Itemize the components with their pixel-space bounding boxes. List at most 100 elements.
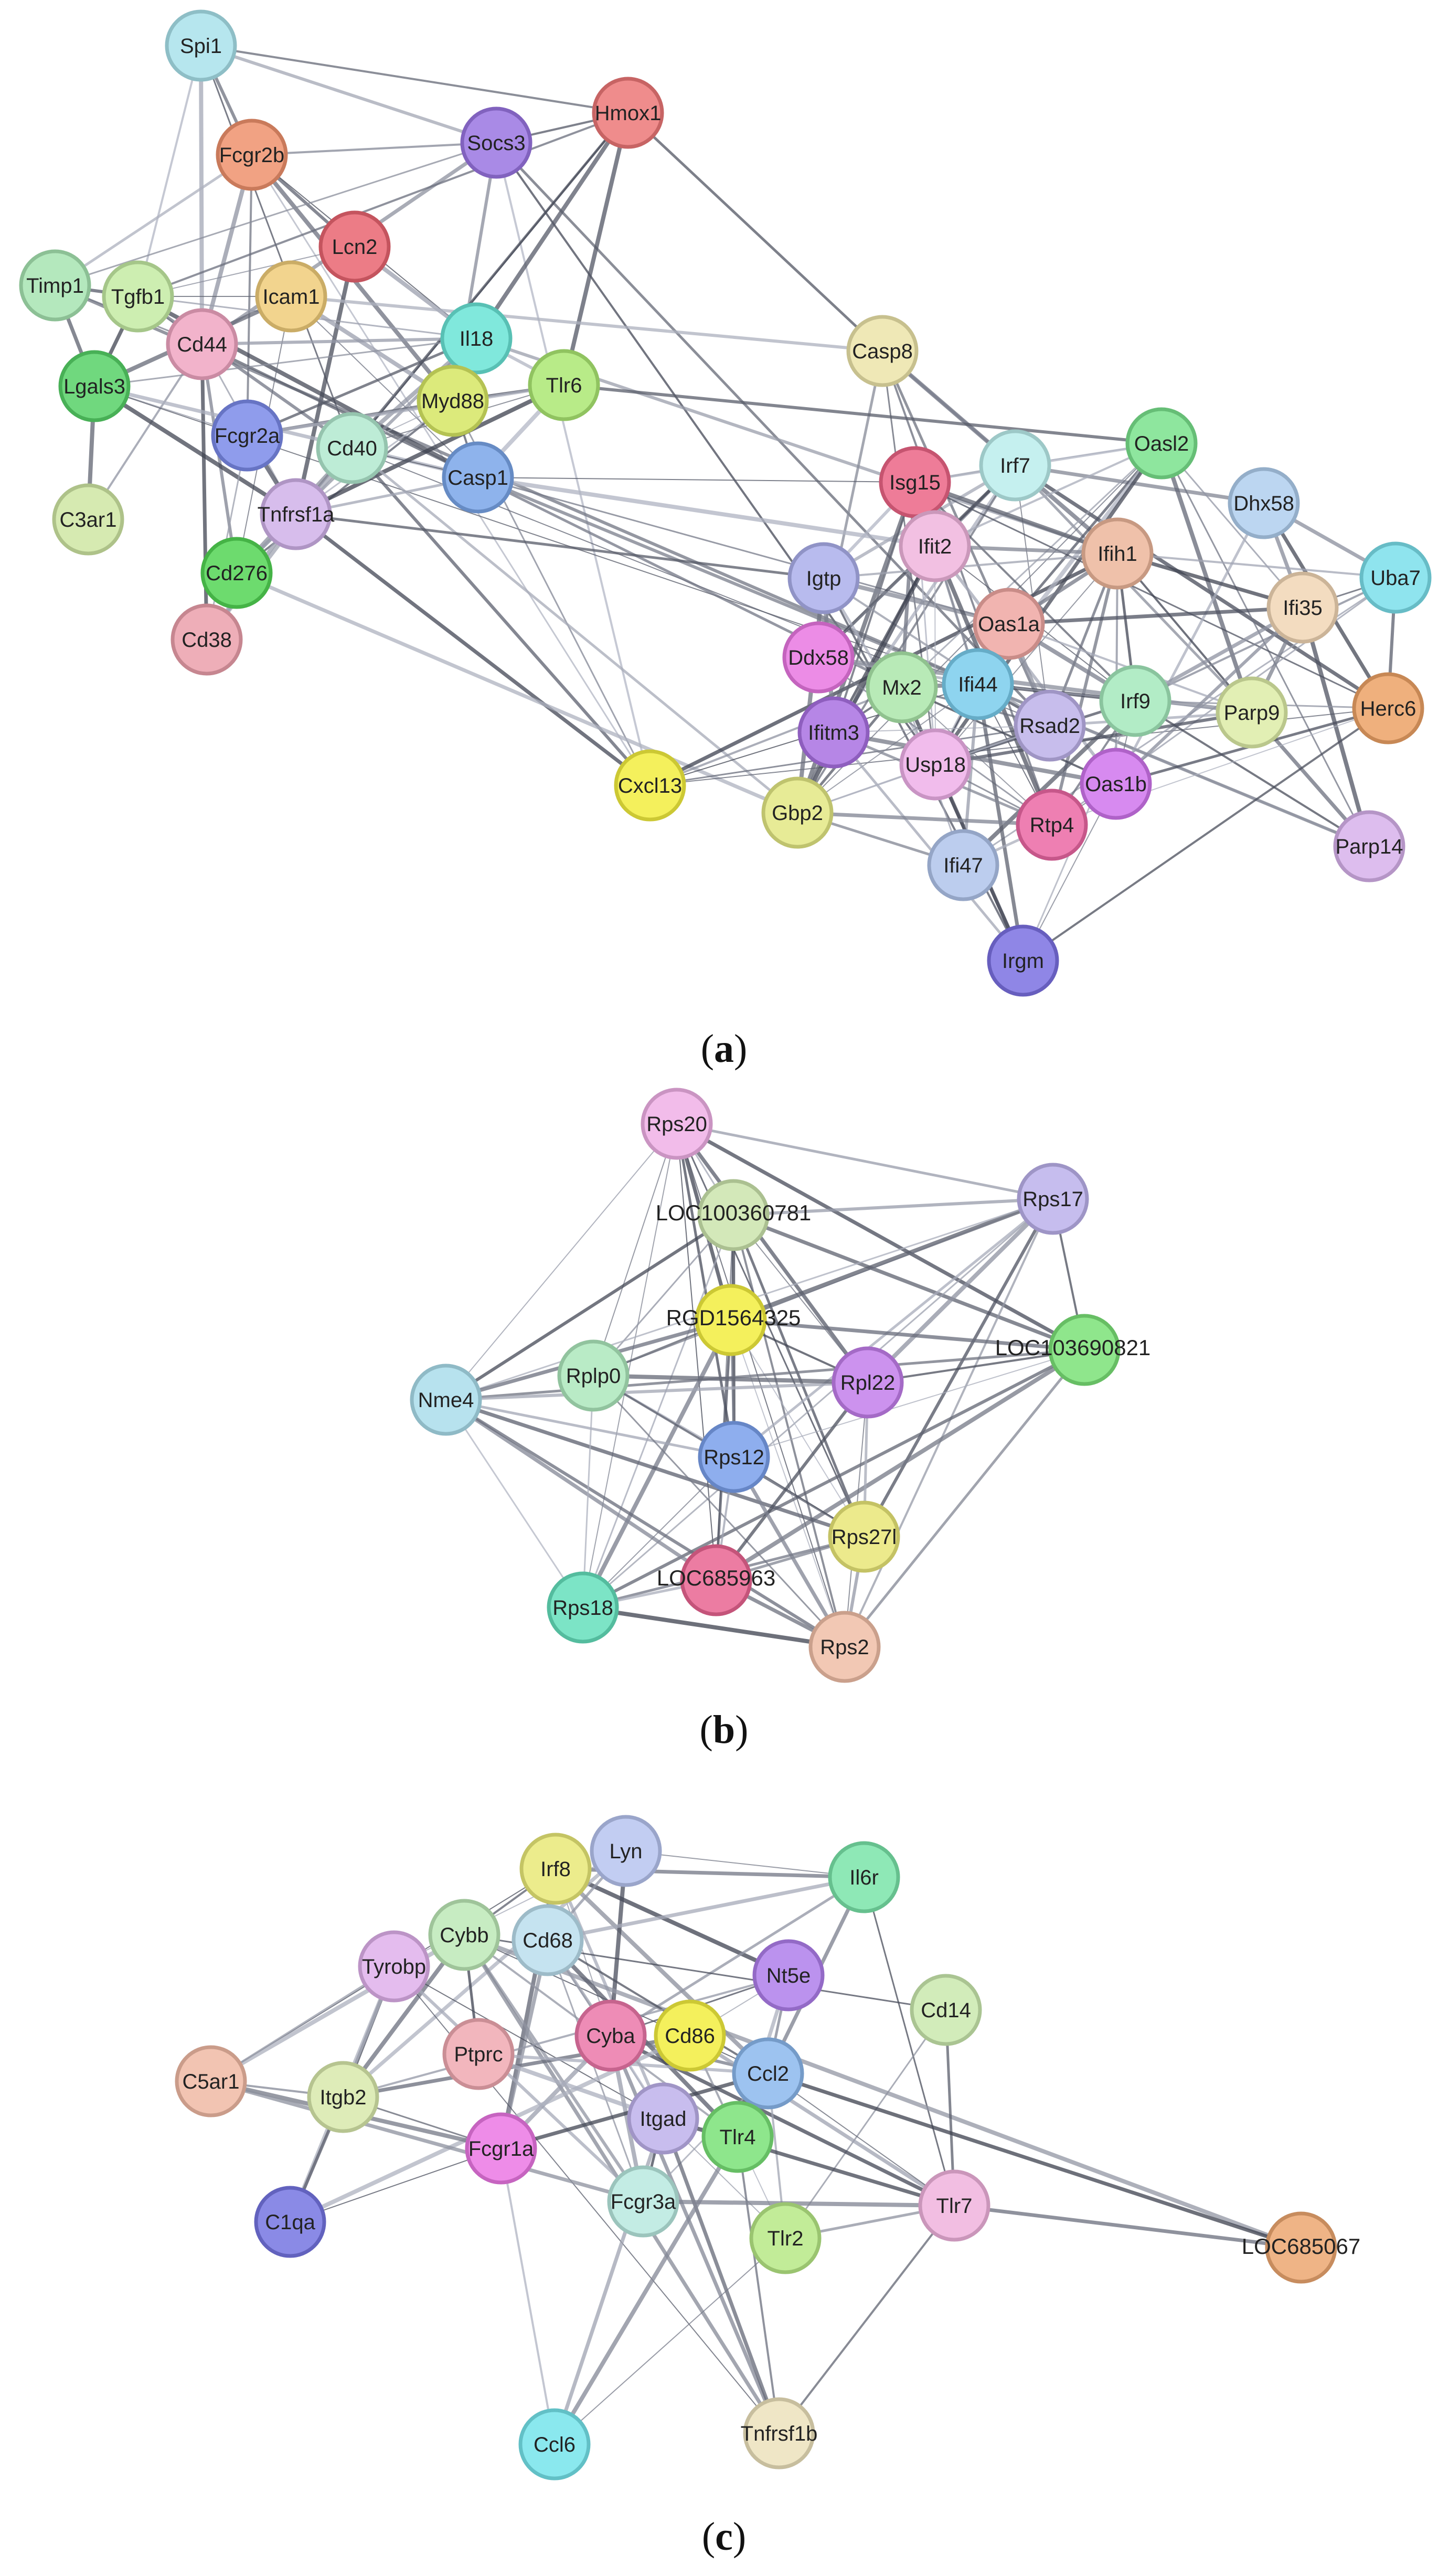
node-c1qa[interactable]: C1qa [254, 2186, 326, 2258]
node-casp1[interactable]: Casp1 [442, 441, 514, 514]
node-fcgr3a[interactable]: Fcgr3a [607, 2165, 679, 2238]
node-irf7[interactable]: Irf7 [979, 429, 1051, 502]
node-nme4[interactable]: Nme4 [410, 1364, 482, 1436]
node-igtp[interactable]: Igtp [787, 542, 860, 614]
node-itgb2[interactable]: Itgb2 [307, 2061, 379, 2133]
node-tyrobp[interactable]: Tyrobp [358, 1930, 430, 2003]
node-ifi47[interactable]: Ifi47 [927, 829, 999, 901]
node-rsad2[interactable]: Rsad2 [1014, 689, 1086, 762]
node-rtp4[interactable]: Rtp4 [1016, 789, 1088, 861]
node-cd276[interactable]: Cd276 [200, 537, 273, 609]
node-uba7[interactable]: Uba7 [1359, 541, 1432, 614]
edge-fcgr2b-fcgr2a [246, 154, 253, 436]
node-il18[interactable]: Il18 [440, 302, 513, 375]
node-ifi35[interactable]: Ifi35 [1266, 571, 1339, 644]
node-rps2[interactable]: Rps2 [808, 1611, 881, 1683]
edge-rps17-rps27l [862, 1198, 1054, 1538]
node-irf8[interactable]: Irf8 [519, 1833, 592, 1905]
node-tlr6[interactable]: Tlr6 [528, 349, 600, 421]
node-tlr4[interactable]: Tlr4 [701, 2101, 774, 2173]
node-rps20[interactable]: Rps20 [641, 1088, 713, 1160]
edge-rps20-rps18 [582, 1123, 677, 1608]
node-fcgr1a[interactable]: Fcgr1a [465, 2112, 537, 2185]
node-cxcl13[interactable]: Cxcl13 [614, 749, 686, 822]
node-icam1[interactable]: Icam1 [255, 260, 327, 333]
node-ptprc[interactable]: Ptprc [442, 2018, 515, 2090]
node-gbp2[interactable]: Gbp2 [761, 776, 834, 849]
node-label: Cd86 [665, 2025, 715, 2048]
node-nt5e[interactable]: Nt5e [752, 1939, 825, 2011]
node-fcgr2b[interactable]: Fcgr2b [216, 119, 288, 191]
node-tlr2[interactable]: Tlr2 [749, 2202, 822, 2274]
node-label: Ifih1 [1098, 542, 1137, 566]
edge-cd44-il18 [201, 337, 477, 346]
node-cyba[interactable]: Cyba [574, 1999, 647, 2072]
node-irgm[interactable]: Irgm [987, 924, 1059, 997]
node-lgals3[interactable]: Lgals3 [58, 350, 131, 422]
node-ifih1[interactable]: Ifih1 [1081, 517, 1154, 590]
node-cd14[interactable]: Cd14 [910, 1974, 982, 2046]
node-parp9[interactable]: Parp9 [1216, 676, 1288, 749]
node-fcgr2a[interactable]: Fcgr2a [211, 399, 283, 472]
node-cd68[interactable]: Cd68 [512, 1904, 584, 1976]
node-casp8[interactable]: Casp8 [846, 315, 919, 387]
node-rps12[interactable]: Rps12 [698, 1421, 770, 1493]
node-tgfb1[interactable]: Tgfb1 [102, 260, 174, 333]
node-usp18[interactable]: Usp18 [899, 728, 972, 801]
node-cybb[interactable]: Cybb [428, 1899, 500, 1971]
node-circle [528, 349, 600, 421]
edge-spi1-socs3 [200, 44, 497, 144]
node-lcn2[interactable]: Lcn2 [318, 210, 391, 283]
edge-nme4-rps12 [445, 1398, 734, 1459]
edge-tlr6-fcgr2a [247, 384, 564, 437]
node-spi1[interactable]: Spi1 [165, 9, 237, 82]
node-tlr7[interactable]: Tlr7 [918, 2169, 990, 2242]
node-ccl6[interactable]: Ccl6 [518, 2408, 591, 2481]
node-cd44[interactable]: Cd44 [166, 308, 238, 380]
node-socs3[interactable]: Socs3 [460, 107, 532, 179]
node-loc100360781[interactable]: LOC100360781 [656, 1179, 812, 1251]
node-oasl2[interactable]: Oasl2 [1125, 407, 1198, 480]
node-hmox1[interactable]: Hmox1 [592, 77, 664, 149]
node-il6r[interactable]: Il6r [828, 1841, 900, 1913]
node-rps18[interactable]: Rps18 [547, 1571, 619, 1644]
node-rps27l[interactable]: Rps27l [828, 1500, 900, 1573]
node-loc103690821[interactable]: LOC103690821 [995, 1314, 1151, 1386]
node-label: RGD1564325 [666, 1305, 801, 1330]
node-label: Casp1 [448, 466, 508, 489]
node-cd86[interactable]: Cd86 [654, 1999, 726, 2072]
node-mx2[interactable]: Mx2 [866, 651, 938, 723]
node-ddx58[interactable]: Ddx58 [782, 621, 855, 694]
edge-tnfrsf1a-cxcl13 [294, 513, 652, 787]
node-irf9[interactable]: Irf9 [1099, 665, 1171, 737]
node-herc6[interactable]: Herc6 [1352, 672, 1424, 744]
node-oas1b[interactable]: Oas1b [1080, 748, 1152, 820]
node-c5ar1[interactable]: C5ar1 [175, 2045, 247, 2117]
node-circle [614, 749, 686, 822]
node-itgad[interactable]: Itgad [627, 2082, 699, 2155]
node-isg15[interactable]: Isg15 [879, 446, 951, 518]
node-ifitm3[interactable]: Ifitm3 [797, 696, 870, 769]
node-rplp0[interactable]: Rplp0 [557, 1339, 630, 1412]
node-dhx58[interactable]: Dhx58 [1228, 467, 1300, 539]
node-rpl22[interactable]: Rpl22 [832, 1346, 904, 1419]
node-loc685067[interactable]: LOC685067 [1242, 2211, 1361, 2284]
edge-hmox1-tlr6 [562, 112, 630, 386]
edge-lcn2-tnfrsf1a [294, 246, 357, 515]
node-rgd1564325[interactable]: RGD1564325 [666, 1284, 801, 1356]
node-oas1a[interactable]: Oas1a [973, 588, 1045, 660]
node-ccl2[interactable]: Ccl2 [732, 2037, 804, 2110]
node-lyn[interactable]: Lyn [590, 1815, 662, 1887]
node-loc685963[interactable]: LOC685963 [657, 1544, 776, 1616]
node-cd40[interactable]: Cd40 [316, 412, 388, 484]
node-ifit2[interactable]: Ifit2 [899, 510, 971, 582]
node-myd88[interactable]: Myd88 [417, 365, 489, 437]
node-c3ar1[interactable]: C3ar1 [52, 483, 124, 556]
node-ifi44[interactable]: Ifi44 [942, 648, 1014, 720]
node-cd38[interactable]: Cd38 [171, 603, 243, 676]
node-tnfrsf1b[interactable]: Tnfrsf1b [741, 2397, 818, 2469]
node-parp14[interactable]: Parp14 [1333, 810, 1405, 882]
node-rps17[interactable]: Rps17 [1017, 1163, 1089, 1235]
node-tnfrsf1a[interactable]: Tnfrsf1a [258, 478, 335, 550]
node-timp1[interactable]: Timp1 [19, 249, 91, 322]
